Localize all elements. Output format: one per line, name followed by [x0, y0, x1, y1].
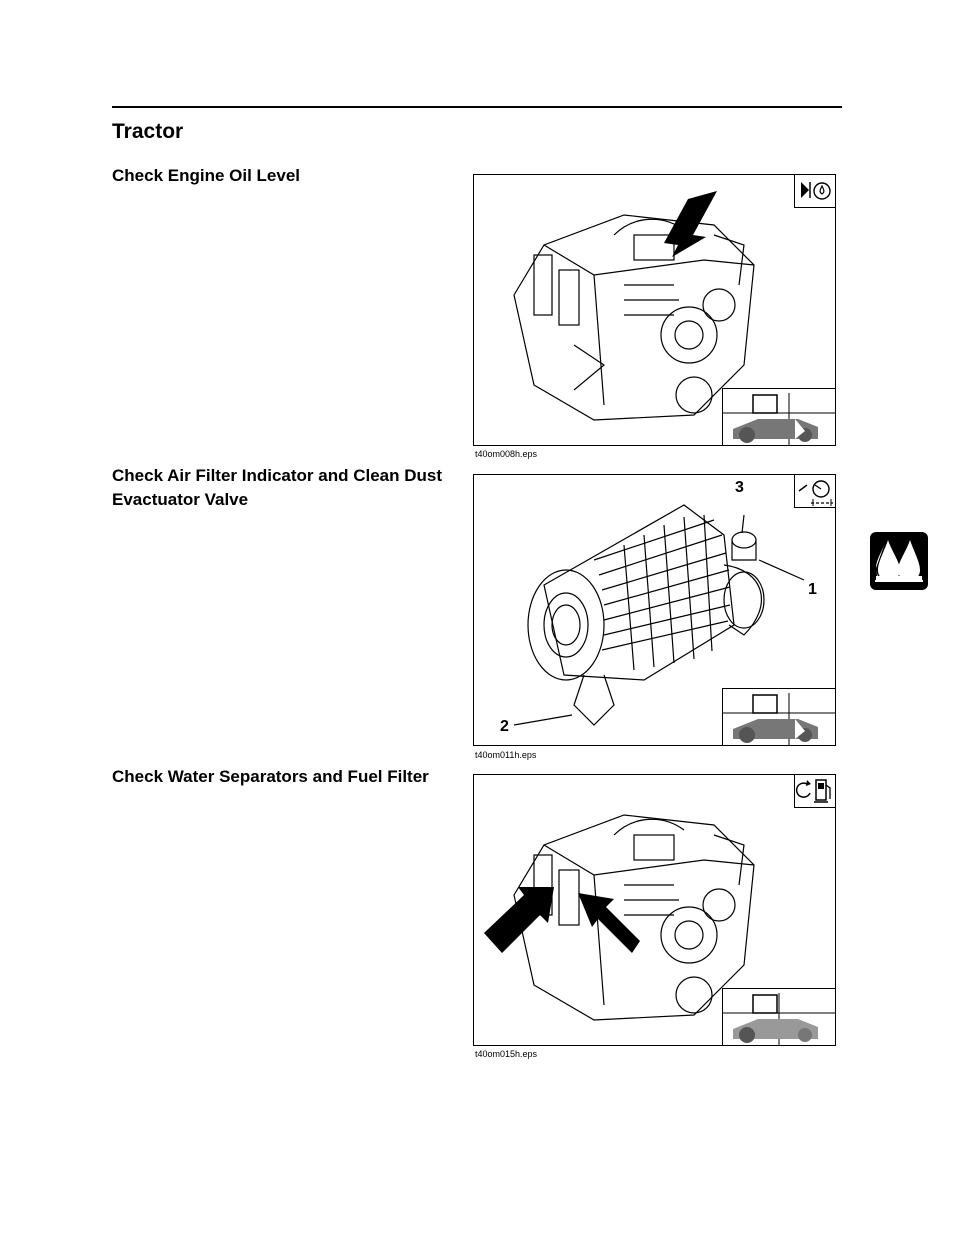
page-title: Tractor — [112, 120, 184, 143]
oil-level-check-icon — [794, 175, 835, 208]
section-heading-fuel-filter: Check Water Separators and Fuel Filter — [112, 767, 429, 786]
section-heading-air-filter: Check Air Filter Indicator and Clean Dus… — [112, 466, 442, 509]
figure-fuel-filter — [473, 774, 836, 1046]
figure-air-filter: 1 2 3 — [473, 474, 836, 746]
arrow-indicator — [664, 191, 717, 257]
callout-2: 2 — [500, 718, 509, 735]
tractor-engine-location-icon — [722, 688, 835, 745]
tractor-engine-location-icon — [722, 988, 835, 1045]
figure-caption: t40om011h.eps — [475, 750, 537, 760]
callout-1: 1 — [808, 581, 817, 598]
arrow-indicator — [484, 887, 554, 953]
fuel-filter-service-icon — [794, 775, 835, 808]
header-rule — [112, 106, 842, 108]
air-filter-illustration — [513, 504, 805, 726]
tractor-engine-location-icon — [722, 388, 835, 445]
figure-engine-oil — [473, 174, 836, 446]
callout-3: 3 — [735, 479, 744, 496]
engine-illustration — [513, 191, 755, 421]
fluid-drops-icon — [875, 540, 923, 582]
arrow-indicator — [578, 893, 640, 953]
section-tab[interactable] — [870, 532, 928, 590]
figure-caption: t40om008h.eps — [475, 449, 538, 459]
section-heading-engine-oil: Check Engine Oil Level — [112, 166, 301, 185]
engine-illustration — [484, 814, 755, 1021]
figure-caption: t40om015h.eps — [475, 1049, 538, 1059]
air-filter-service-icon — [794, 475, 835, 508]
